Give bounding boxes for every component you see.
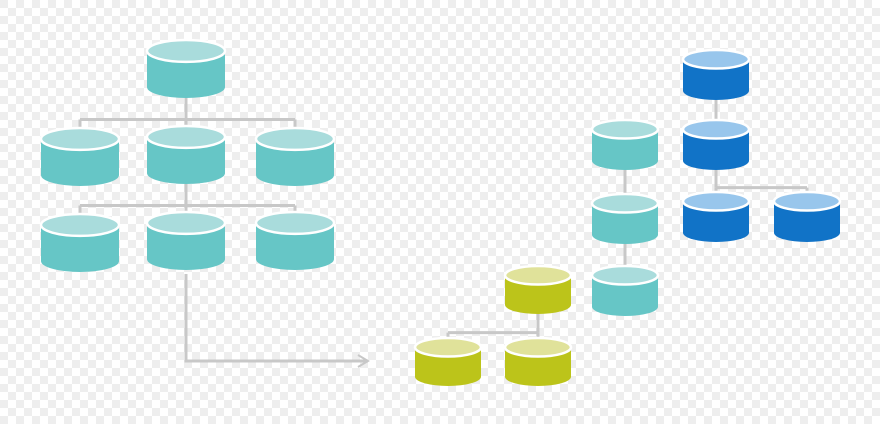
database-body bbox=[683, 201, 749, 242]
database-icon bbox=[681, 48, 751, 100]
database-icon bbox=[590, 118, 660, 170]
database-body bbox=[505, 275, 571, 314]
database-icon bbox=[590, 264, 660, 316]
database-icon bbox=[145, 38, 227, 99]
database-top bbox=[681, 118, 751, 140]
teal-chain-group bbox=[590, 118, 660, 316]
database-icon bbox=[681, 118, 751, 170]
database-icon bbox=[503, 336, 573, 386]
database-icon bbox=[145, 124, 227, 184]
database-body bbox=[147, 50, 225, 99]
database-icon bbox=[503, 264, 573, 314]
teal-hierarchy-group bbox=[39, 38, 336, 272]
database-top bbox=[254, 210, 336, 236]
database-top bbox=[590, 118, 660, 140]
database-body bbox=[415, 347, 481, 386]
database-body bbox=[505, 347, 571, 386]
database-body bbox=[683, 59, 749, 100]
database-top bbox=[681, 190, 751, 212]
database-icon bbox=[39, 212, 121, 272]
database-icon bbox=[681, 190, 751, 242]
database-body bbox=[41, 224, 119, 272]
databases-layer bbox=[39, 38, 842, 386]
database-body bbox=[256, 138, 334, 186]
database-icon bbox=[254, 210, 336, 270]
database-body bbox=[774, 201, 840, 242]
database-body bbox=[147, 222, 225, 270]
database-icon bbox=[772, 190, 842, 242]
database-top bbox=[590, 264, 660, 286]
database-top bbox=[39, 212, 121, 238]
arrow-connector bbox=[184, 274, 370, 368]
database-icon bbox=[413, 336, 483, 386]
database-top bbox=[413, 336, 483, 358]
database-top bbox=[681, 48, 751, 70]
database-icon bbox=[590, 192, 660, 244]
database-body bbox=[147, 136, 225, 184]
database-body bbox=[592, 129, 658, 170]
database-top bbox=[145, 124, 227, 150]
database-body bbox=[256, 222, 334, 270]
database-top bbox=[503, 264, 573, 286]
database-body bbox=[41, 138, 119, 186]
database-icon bbox=[254, 126, 336, 186]
database-top bbox=[145, 38, 227, 64]
database-top bbox=[145, 210, 227, 236]
database-body bbox=[592, 275, 658, 316]
blue-tree-group bbox=[681, 48, 842, 242]
olive-tree-group bbox=[413, 264, 573, 386]
database-icon bbox=[39, 126, 121, 186]
database-top bbox=[590, 192, 660, 214]
database-top bbox=[39, 126, 121, 152]
database-top bbox=[503, 336, 573, 358]
database-icon bbox=[145, 210, 227, 270]
database-body bbox=[683, 129, 749, 170]
database-body bbox=[592, 203, 658, 244]
database-top bbox=[254, 126, 336, 152]
database-top bbox=[772, 190, 842, 212]
